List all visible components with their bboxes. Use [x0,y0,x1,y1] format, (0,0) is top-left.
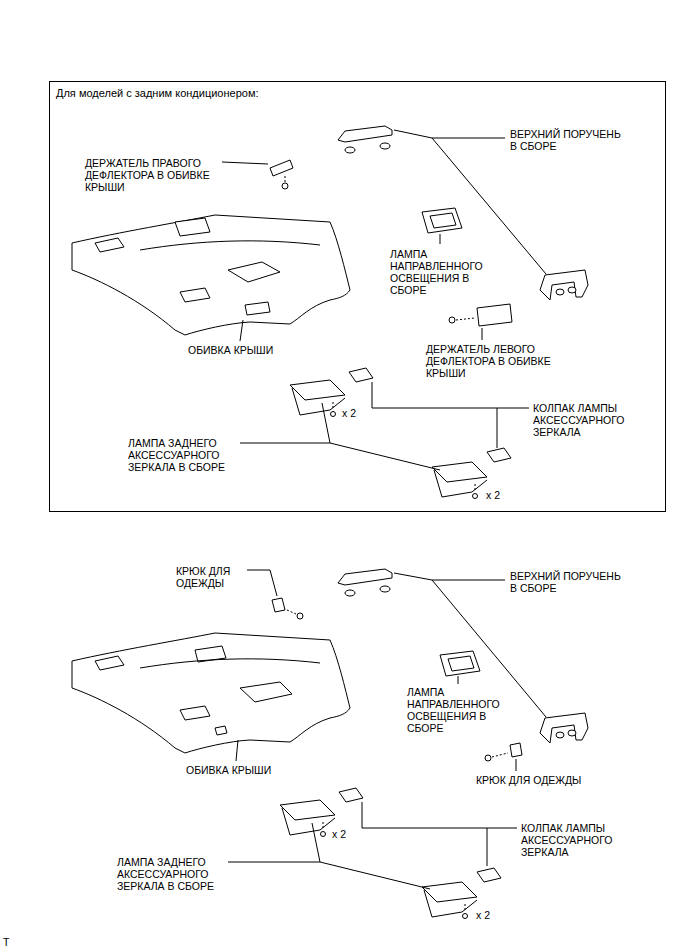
quantity-note: x 2 [342,407,356,419]
part-name: ОБИВКА КРЫШИ [186,764,271,776]
cloth-hook [272,598,522,761]
part-name: ЛАМПА НАПРАВЛЕННОГО ОСВЕЩЕНИЯ В СБОРЕ [407,686,502,734]
quantity-note: x 2 [486,489,500,501]
rear-mirror-lamp [290,368,511,499]
roof-headliner [72,215,350,335]
part-name: ДЕРЖАТЕЛЬ ПРАВОГО ДЕФЛЕКТОРА В ОБИВКЕ КР… [85,157,220,193]
part-name: КРЮК ДЛЯ ОДЕЖДЫ [176,565,244,589]
assist-grip [338,126,588,300]
assist-grip [338,569,588,743]
part-name: ВЕРХНИЙ ПОРУЧЕНЬ В СБОРЕ [510,570,622,594]
part-name: КОЛПАК ЛАМПЫ АКСЕССУАРНОГО ЗЕРКАЛА [521,822,621,858]
quantity-note: x 2 [476,909,490,921]
leader-line [228,570,546,889]
part-name: КРЮК ДЛЯ ОДЕЖДЫ [476,774,581,786]
roof-headliner [72,633,350,753]
part-name: ОБИВКА КРЫШИ [188,344,273,356]
part-name: ДЕРЖАТЕЛЬ ЛЕВОГО ДЕФЛЕКТОРА В ОБИВКЕ КРЫ… [426,343,566,379]
part-name: КОЛПАК ЛАМПЫ АКСЕССУАРНОГО ЗЕРКАЛА [533,402,633,438]
panel-heading: Для моделей с задним кондиционером: [50,82,665,100]
spot-lamp [440,651,480,676]
quantity-note: x 2 [332,828,346,840]
part-name: ЛАМПА ЗАДНЕГО АКСЕССУАРНОГО ЗЕРКАЛА В СБ… [128,437,238,473]
part-name: ЛАМПА НАПРАВЛЕННОГО ОСВЕЩЕНИЯ В СБОРЕ [390,248,490,296]
spot-lamp [422,208,462,233]
quantity-note: T [3,936,9,948]
part-name: ЛАМПА ЗАДНЕГО АКСЕССУАРНОГО ЗЕРКАЛА В СБ… [117,856,227,892]
rear-mirror-lamp [280,788,501,919]
deflector-holder [270,160,512,326]
part-name: ВЕРХНИЙ ПОРУЧЕНЬ В СБОРЕ [510,128,622,152]
leader-line [222,130,546,470]
